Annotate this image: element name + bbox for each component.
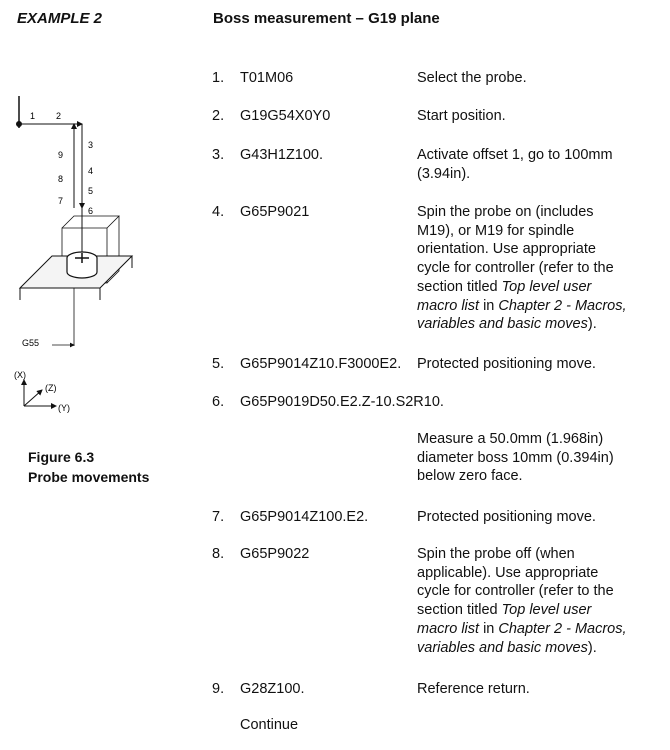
path-label-4: 4 <box>88 166 93 176</box>
step-code: T01M06 <box>240 70 294 86</box>
description-line: M19), or M19 for spindle <box>417 222 575 239</box>
page-title: Boss measurement – G19 plane <box>213 10 440 27</box>
path-label-8: 8 <box>58 174 63 184</box>
step-code: G43H1Z100. <box>240 147 324 163</box>
step-description: Protected positioning move. <box>417 355 667 374</box>
step-description: Select the probe. <box>417 69 667 88</box>
path-label-6: 6 <box>88 206 93 216</box>
description-line: applicable). Use appropriate <box>417 564 599 581</box>
axis-y-label: (Y) <box>58 403 70 413</box>
continue-label: Continue <box>240 717 299 733</box>
step-description: Spin the probe off (when applicable). Use… <box>417 545 667 657</box>
description-line: cycle for controller (refer to the <box>417 583 614 600</box>
step-code: G65P9014Z100.E2. <box>240 509 369 525</box>
path-label-3: 3 <box>88 140 93 150</box>
description-line: macro list in Chapter 2 - Macros, <box>417 297 627 314</box>
path-label-2: 2 <box>56 111 61 121</box>
description-line: Activate offset 1, go to 100mm <box>417 147 613 163</box>
description-line: variables and basic moves). <box>417 639 597 656</box>
example-label: EXAMPLE 2 <box>17 10 103 27</box>
description-line: Spin the probe on (includes <box>417 204 594 220</box>
datum-label: G55 <box>22 338 39 348</box>
description-line: Spin the probe off (when <box>417 546 575 562</box>
step-description: Start position. <box>417 107 667 126</box>
step-code: G65P9014Z10.F3000E2. <box>240 356 402 372</box>
step-number: 8. <box>212 546 225 562</box>
description-line: Select the probe. <box>417 70 527 86</box>
description-line: Start position. <box>417 108 506 124</box>
path-label-1: 1 <box>30 111 35 121</box>
description-line: orientation. Use appropriate <box>417 241 596 258</box>
description-line: macro list in Chapter 2 - Macros, <box>417 620 627 637</box>
step-description: Measure a 50.0mm (1.968in) diameter boss … <box>417 430 667 486</box>
step-number: 7. <box>212 509 225 525</box>
description-line: cycle for controller (refer to the <box>417 260 614 277</box>
description-line: (3.94in). <box>417 165 471 182</box>
probe-movement-diagram: 1 2 3 4 5 6 7 8 9 G55 (X) (Z) (Y) <box>14 96 134 413</box>
step-description: Activate offset 1, go to 100mm (3.94in). <box>417 146 667 183</box>
description-line: variables and basic moves). <box>417 316 597 333</box>
description-line: diameter boss 10mm (0.394in) <box>417 449 614 466</box>
description-line: section titled Top level user <box>417 602 592 619</box>
step-code: G65P9019D50.E2.Z-10.S2R10. <box>240 394 444 410</box>
description-line: Protected positioning move. <box>417 509 596 525</box>
path-label-5: 5 <box>88 186 93 196</box>
step-number: 2. <box>212 108 225 124</box>
step-code: G28Z100. <box>240 681 305 697</box>
figure-caption-line2: Probe movements <box>28 469 150 485</box>
step-description: Reference return. <box>417 680 667 699</box>
step-code: G65P9022 <box>240 546 310 562</box>
axis-z-label: (Z) <box>45 383 57 393</box>
step-number: 1. <box>212 70 225 86</box>
step-code: G19G54X0Y0 <box>240 108 331 124</box>
step-number: 6. <box>212 394 225 410</box>
description-line: below zero face. <box>417 468 523 485</box>
description-line: Measure a 50.0mm (1.968in) <box>417 431 604 447</box>
step-number: 5. <box>212 356 225 372</box>
figure-caption: Figure 6.3 Probe movements <box>28 447 149 487</box>
description-line: Reference return. <box>417 681 530 697</box>
path-label-7: 7 <box>58 196 63 206</box>
path-label-9: 9 <box>58 150 63 160</box>
description-line: Protected positioning move. <box>417 356 596 372</box>
description-line: section titled Top level user <box>417 278 592 295</box>
step-number: 4. <box>212 204 225 220</box>
figure-caption-line1: Figure 6.3 <box>28 449 95 465</box>
step-code: G65P9021 <box>240 204 310 220</box>
step-description: Protected positioning move. <box>417 508 667 527</box>
axis-x-label: (X) <box>14 370 26 380</box>
step-number: 3. <box>212 147 225 163</box>
step-number: 9. <box>212 681 225 697</box>
